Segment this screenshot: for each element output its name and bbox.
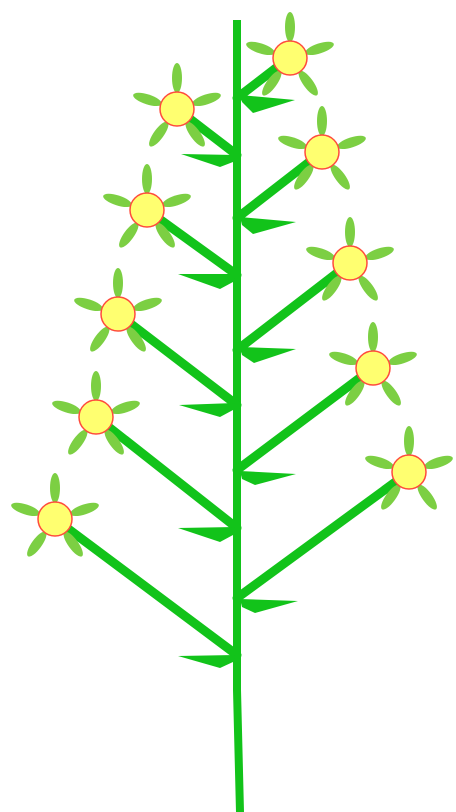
stem-leaf-mark <box>240 217 296 234</box>
stem-leaf-mark <box>178 655 235 668</box>
flower-group <box>10 12 455 559</box>
stem-leaf-mark <box>178 274 235 289</box>
branch-line <box>118 314 237 405</box>
main-stem <box>237 24 240 812</box>
branch-line <box>237 472 409 598</box>
branch-line <box>237 368 373 470</box>
stem-leaf-mark <box>240 471 296 485</box>
stem-leaf-mark <box>240 347 296 363</box>
stem-leaf-mark <box>240 599 298 613</box>
stem-leaf-mark <box>179 403 235 417</box>
branch-line <box>237 263 350 350</box>
branch-line <box>96 417 237 528</box>
branch-line <box>55 519 237 655</box>
stem-leaf-mark <box>240 95 295 113</box>
stem-leaf-mark <box>178 527 235 542</box>
stem-leaf-mark <box>181 154 235 167</box>
